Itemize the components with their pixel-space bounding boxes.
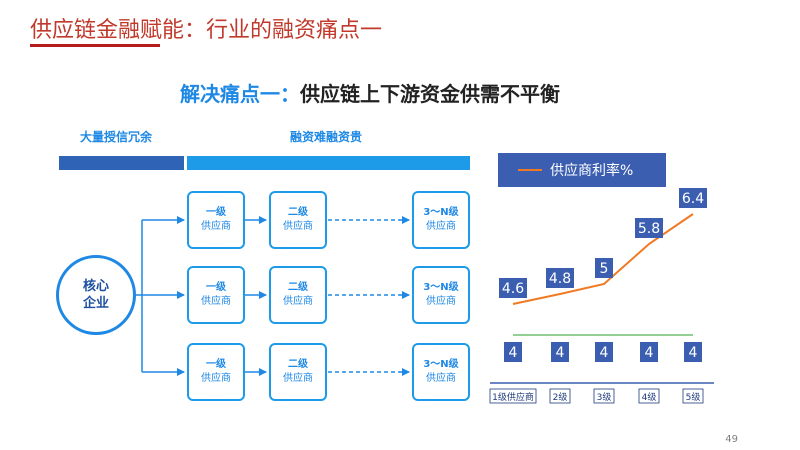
title-underline bbox=[30, 44, 160, 47]
rate-data-label: 4.8 bbox=[549, 271, 571, 287]
node-level: 3～N级 bbox=[423, 359, 459, 370]
node-label: 供应商 bbox=[426, 221, 456, 232]
rate-data-label: 5 bbox=[600, 261, 609, 277]
rate-data-label-box bbox=[546, 268, 574, 288]
node-level: 二级 bbox=[288, 359, 308, 370]
core-label-line1: 核心 bbox=[82, 279, 109, 294]
baseline-data-label: 4 bbox=[509, 345, 518, 361]
rate-data-label: 5.8 bbox=[638, 221, 660, 237]
node-label: 供应商 bbox=[201, 296, 231, 307]
right-header-label: 融资难融资贵 bbox=[290, 130, 363, 144]
left-header-label: 大量授信冗余 bbox=[80, 130, 153, 144]
core-enterprise-node: 核心 企业 bbox=[56, 255, 136, 335]
baseline-data-label-box bbox=[595, 342, 613, 362]
node-label: 供应商 bbox=[201, 221, 231, 232]
section-title: 解决痛点一：供应链上下游资金供需不平衡 bbox=[180, 78, 560, 107]
supplier-node-row1-tierN: 3～N级 供应商 bbox=[412, 191, 470, 249]
section-title-highlight: 解决痛点一： bbox=[180, 82, 300, 106]
page-number: 49 bbox=[725, 434, 738, 445]
rate-data-label: 6.4 bbox=[682, 191, 704, 207]
x-tick-label: 2级 bbox=[553, 391, 568, 403]
node-level: 二级 bbox=[288, 282, 308, 293]
node-level: 二级 bbox=[288, 207, 308, 218]
chart-legend: 供应商利率% bbox=[498, 153, 666, 187]
baseline-data-label-box bbox=[551, 342, 569, 362]
legend-label: 供应商利率% bbox=[550, 163, 634, 179]
supplier-node-row3-tier1: 一级 供应商 bbox=[187, 343, 245, 401]
rate-data-label-box bbox=[595, 258, 613, 278]
baseline-data-label-box bbox=[504, 342, 522, 362]
baseline-data-label-box bbox=[684, 342, 702, 362]
rate-data-label-box bbox=[679, 188, 707, 208]
section-title-rest: 供应链上下游资金供需不平衡 bbox=[300, 82, 560, 106]
node-level: 一级 bbox=[206, 359, 226, 370]
supplier-node-row1-tier1: 一级 供应商 bbox=[187, 191, 245, 249]
x-tick-label: 1级供应商 bbox=[492, 391, 534, 403]
x-tick-label: 3级 bbox=[597, 391, 612, 403]
page-title: 供应链金融赋能：行业的融资痛点一 bbox=[30, 18, 383, 43]
node-label: 供应商 bbox=[283, 373, 313, 384]
rate-data-label-box bbox=[499, 278, 527, 298]
x-tick-box bbox=[682, 388, 704, 404]
rate-data-label: 4.6 bbox=[502, 281, 524, 297]
node-level: 一级 bbox=[206, 207, 226, 218]
node-level: 3～N级 bbox=[423, 207, 459, 218]
node-label: 供应商 bbox=[283, 296, 313, 307]
right-header-bar bbox=[187, 156, 470, 170]
baseline-data-label: 4 bbox=[645, 345, 654, 361]
baseline-data-label: 4 bbox=[556, 345, 565, 361]
rate-data-label-box bbox=[635, 218, 663, 238]
legend-line-swatch bbox=[518, 169, 542, 171]
x-tick-label: 5级 bbox=[686, 391, 701, 403]
supplier-node-row2-tierN: 3～N级 供应商 bbox=[412, 266, 470, 324]
x-tick-label: 4级 bbox=[642, 391, 657, 403]
supplier-node-row3-tier2: 二级 供应商 bbox=[269, 343, 327, 401]
left-header-bar bbox=[59, 156, 184, 170]
supplier-node-row2-tier2: 二级 供应商 bbox=[269, 266, 327, 324]
node-label: 供应商 bbox=[283, 221, 313, 232]
supplier-node-row1-tier2: 二级 供应商 bbox=[269, 191, 327, 249]
baseline-data-label: 4 bbox=[689, 345, 698, 361]
node-level: 一级 bbox=[206, 282, 226, 293]
x-tick-box bbox=[638, 388, 660, 404]
x-tick-box bbox=[549, 388, 571, 404]
baseline-data-label-box bbox=[640, 342, 658, 362]
rate-chart: 4.6 4.8 5 5.8 6.4 4 4 4 4 4 1级供应商 2级 3级 4级 5级 bbox=[489, 188, 714, 404]
node-label: 供应商 bbox=[201, 373, 231, 384]
x-tick-box bbox=[489, 388, 537, 404]
baseline-data-label: 4 bbox=[600, 345, 609, 361]
rate-series-line bbox=[512, 213, 694, 305]
core-label-line2: 企业 bbox=[82, 296, 109, 311]
node-label: 供应商 bbox=[426, 296, 456, 307]
node-level: 3～N级 bbox=[423, 282, 459, 293]
supplier-node-row3-tierN: 3～N级 供应商 bbox=[412, 343, 470, 401]
node-label: 供应商 bbox=[426, 373, 456, 384]
supplier-node-row2-tier1: 一级 供应商 bbox=[187, 266, 245, 324]
x-tick-box bbox=[593, 388, 615, 404]
